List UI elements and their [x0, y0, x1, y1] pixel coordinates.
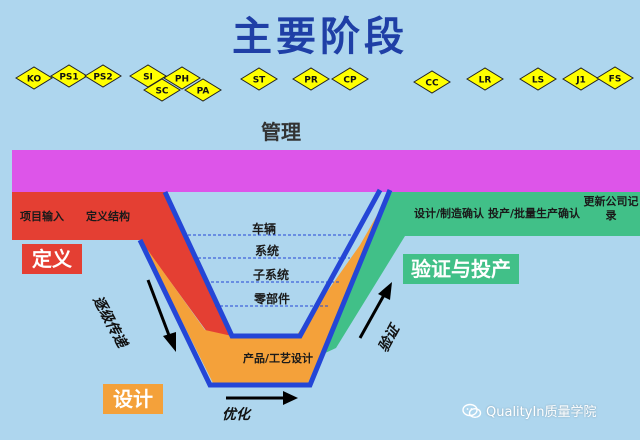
milestone-label-ps1: PS1 [59, 73, 78, 83]
validation-item-launch: 投产/批量生产确认 [488, 207, 581, 220]
level-vehicle: 车辆 [251, 222, 276, 236]
validation-label: 验证与投产 [403, 254, 519, 284]
definition-item-project-input: 项目输入 [20, 210, 64, 223]
arrow-label-optimize: 优化 [222, 407, 250, 423]
milestone-label-ps2: PS2 [93, 73, 112, 83]
right-arrow [358, 294, 386, 339]
milestone-ko [15, 66, 53, 90]
milestone-label-ls: LS [532, 76, 544, 86]
milestone-label-ph: PH [175, 75, 189, 85]
milestone-label-cp: CP [343, 76, 357, 86]
definition-label: 定义 [22, 244, 82, 274]
milestone-label-pr: PR [304, 76, 318, 86]
milestone-ph [163, 66, 201, 90]
level-component: 零部件 [253, 292, 290, 306]
milestone-fs [596, 66, 634, 90]
watermark: QualityIn质量学院 [462, 401, 597, 420]
validation-region [310, 192, 640, 360]
management-label: 管理 [261, 120, 301, 144]
milestone-label-sc: SC [155, 87, 168, 97]
design-v-inner-stroke [162, 188, 383, 339]
level-subsystem: 子系统 [252, 268, 289, 282]
definition-item-define-structure: 定义结构 [86, 210, 130, 223]
design-v-outer-stroke [137, 189, 393, 388]
milestone-sc [143, 78, 181, 102]
milestone-label-cc: CC [425, 79, 439, 89]
design-label: 设计 [103, 384, 163, 414]
validation-item-design-mfg: 设计/制造确认 [414, 207, 485, 220]
bottom-arrow-head [283, 391, 298, 405]
milestone-lr [466, 67, 504, 91]
design-bottom-text: 产品/工艺设计 [242, 352, 314, 365]
wechat-icon [462, 403, 482, 419]
page-title: 主要阶段 [232, 14, 408, 60]
milestone-pa [184, 78, 222, 102]
milestone-pr [292, 67, 330, 91]
milestone-ps2 [84, 64, 122, 88]
milestone-label-pa: PA [197, 87, 210, 97]
milestone-label-st: ST [253, 76, 266, 86]
left-arrow [146, 279, 172, 339]
milestone-label-j1: J1 [575, 76, 586, 86]
validation-item-update-records: 更新公司记录 [583, 195, 639, 222]
milestone-cp [331, 67, 369, 91]
milestone-ls [519, 67, 557, 91]
design-v-fill [142, 196, 388, 383]
management-bar [12, 150, 640, 192]
milestone-st [240, 67, 278, 91]
milestone-label-lr: LR [479, 76, 492, 86]
milestone-cc [413, 70, 451, 94]
level-system: 系统 [254, 244, 279, 258]
right-arrow-head [378, 282, 392, 300]
definition-region [12, 192, 232, 336]
milestone-label-ko: KO [27, 75, 42, 85]
milestone-label-si: SI [143, 73, 153, 83]
watermark-text: QualityIn质量学院 [486, 405, 597, 420]
left-arrow-head [163, 332, 176, 352]
milestone-label-fs: FS [609, 75, 622, 85]
